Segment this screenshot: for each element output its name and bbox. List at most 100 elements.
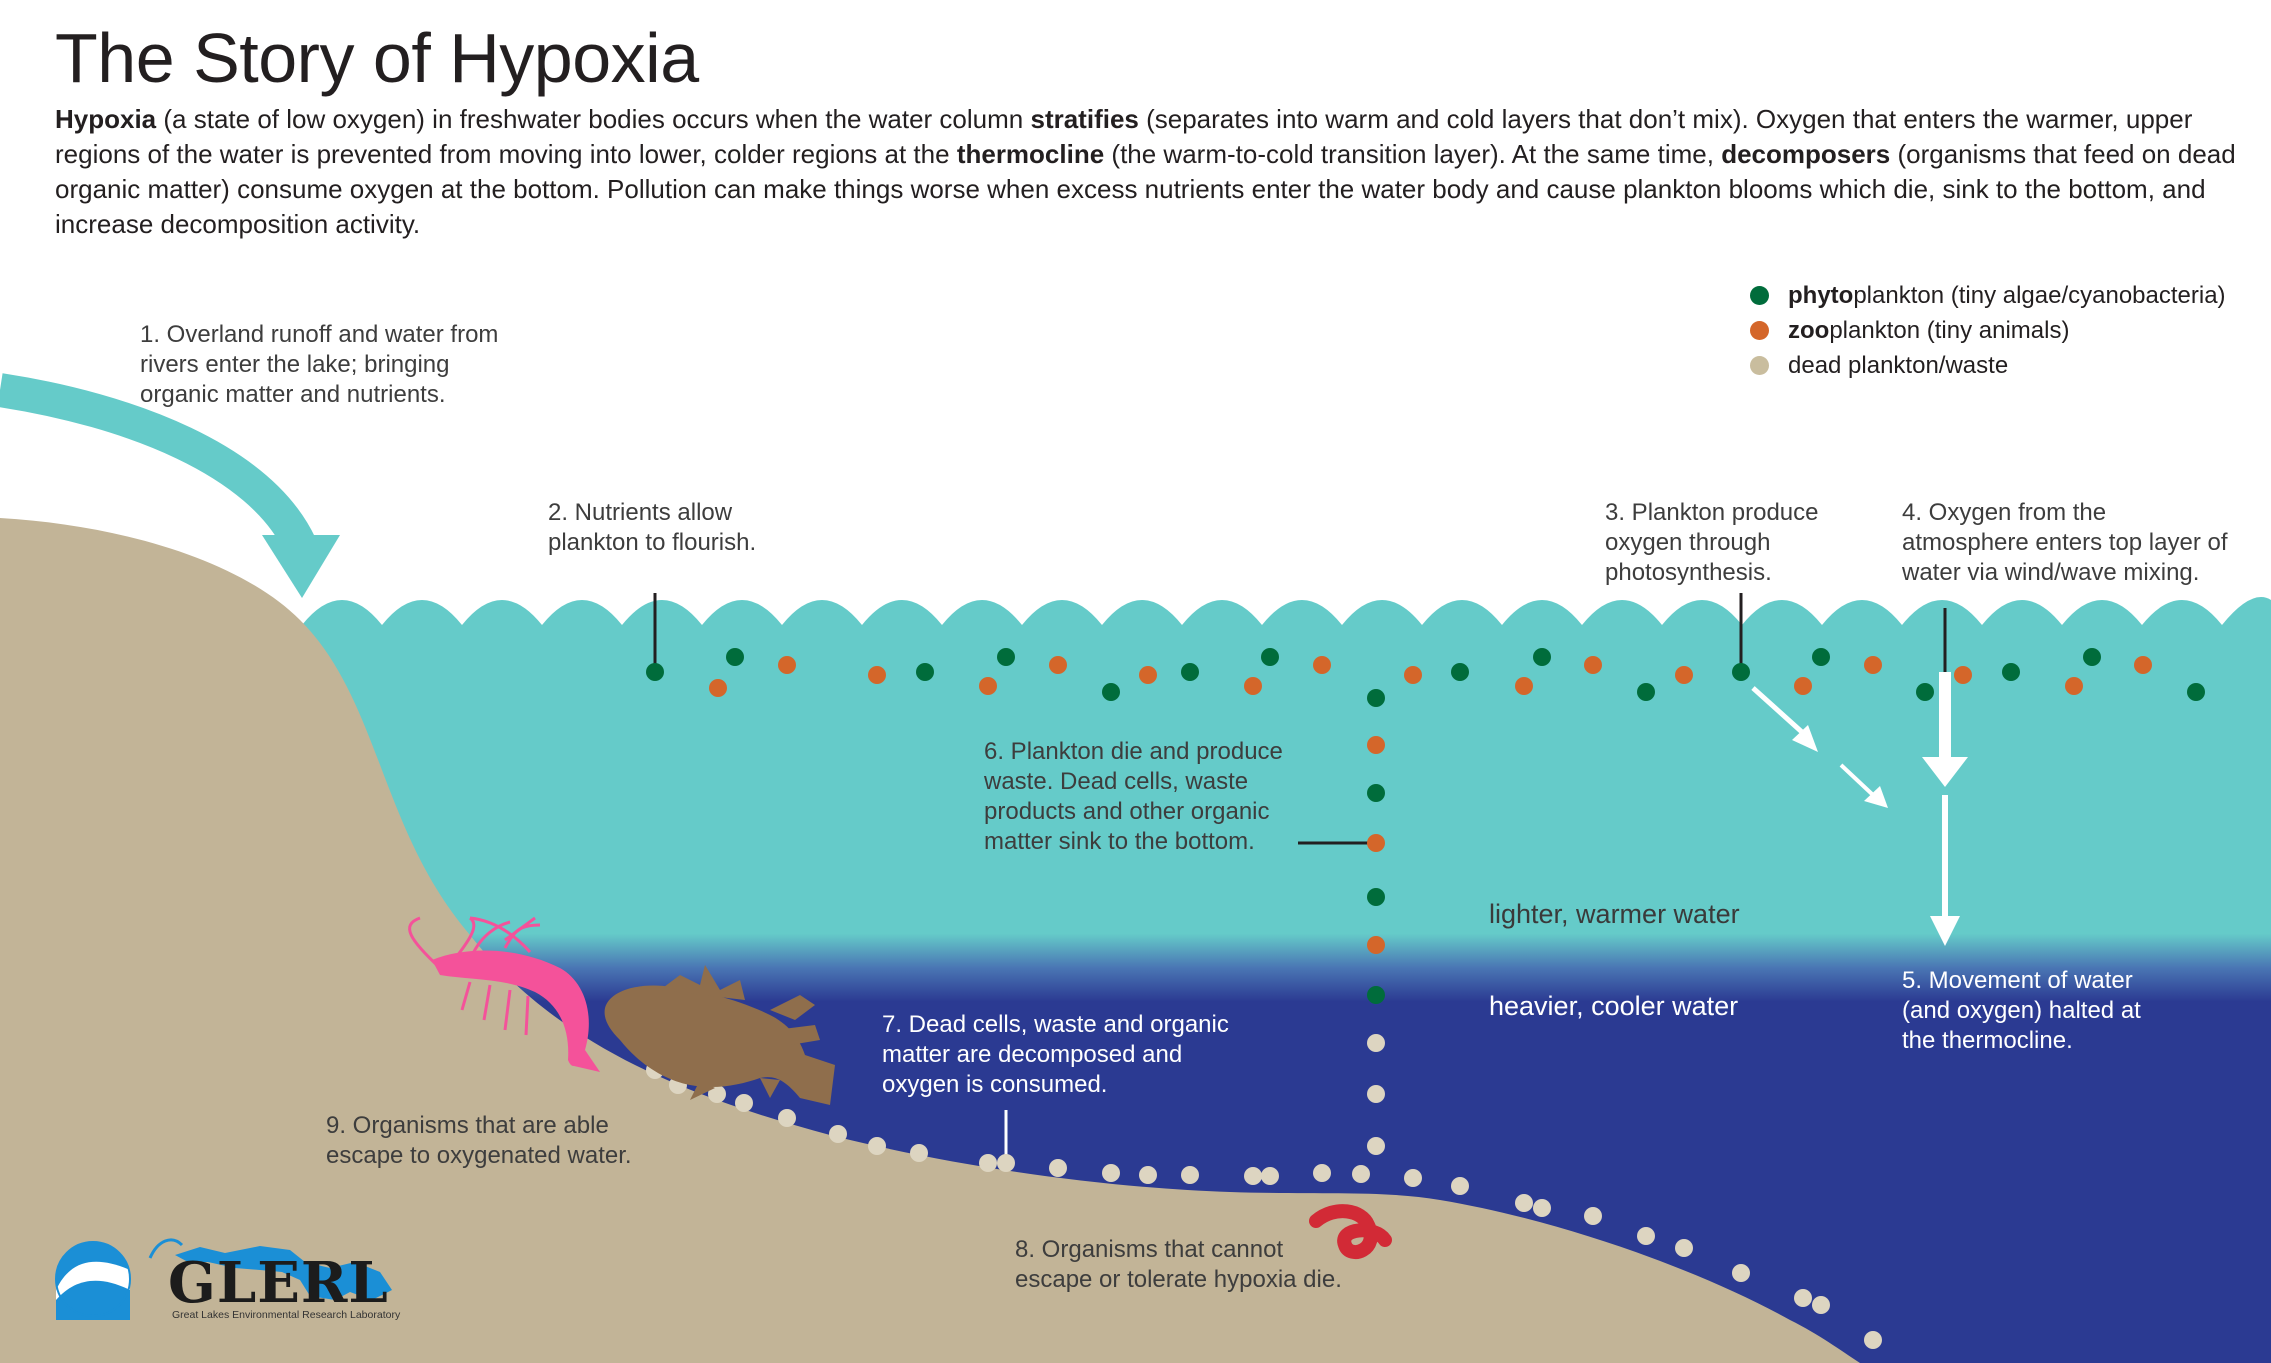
phytoplankton-dot xyxy=(1181,663,1199,681)
intro-segment: (organisms that feed on dead organic mat… xyxy=(55,139,2236,239)
legend-label-bold: phyto xyxy=(1788,281,1854,309)
dead-plankton-dot xyxy=(910,1144,928,1162)
legend-label-bold: zoo xyxy=(1788,316,1830,344)
dead-plankton-dot xyxy=(778,1109,796,1127)
zooplankton-dot xyxy=(2065,677,2083,695)
intro-paragraph: Hypoxia (a state of low oxygen) in fresh… xyxy=(55,102,2245,242)
runoff-arrowhead xyxy=(262,535,340,598)
zooplankton-dot xyxy=(1139,666,1157,684)
phytoplankton-dot xyxy=(1637,683,1655,701)
lower-layer-label: heavier, cooler water xyxy=(1489,991,1739,1021)
dead-plankton-dot xyxy=(1404,1169,1422,1187)
legend: phytoplankton (tiny algae/cyanobacteria)… xyxy=(1750,278,2226,383)
phytoplankton-dot xyxy=(1367,784,1385,802)
zooplankton-dot xyxy=(1367,936,1385,954)
lake-bed xyxy=(0,518,1860,1363)
note-decomposition: 7. Dead cells, waste and organic matter … xyxy=(882,1011,1229,1098)
dead-plankton-dot xyxy=(1675,1239,1693,1257)
note-thermocline: 5. Movement of water (and oxygen) halted… xyxy=(1902,967,2141,1054)
dead-plankton-dot xyxy=(1102,1164,1120,1182)
noaa-logo xyxy=(55,1241,131,1320)
phytoplankton-dot xyxy=(1732,663,1750,681)
dead-plankton-dot xyxy=(1244,1167,1262,1185)
intro-segment: stratifies xyxy=(1030,104,1139,134)
phytoplankton-dot xyxy=(1451,663,1469,681)
zooplankton-dot xyxy=(1515,677,1533,695)
dead-plankton-dot xyxy=(1584,1207,1602,1225)
dead-plankton-dot xyxy=(1812,1296,1830,1314)
phytoplankton-dot xyxy=(2002,663,2020,681)
legend-label: dead plankton/waste xyxy=(1788,352,2008,380)
legend-dot-icon xyxy=(1750,286,1769,305)
great-lakes-icon xyxy=(175,1246,392,1300)
zooplankton-dot xyxy=(1794,677,1812,695)
phytoplankton-dot xyxy=(2187,683,2205,701)
note-photosynthesis: 3. Plankton produce oxygen through photo… xyxy=(1605,499,1819,586)
phytoplankton-dot xyxy=(726,648,744,666)
zooplankton-dot xyxy=(1584,656,1602,674)
fish-icon xyxy=(604,965,835,1105)
dead-plankton-dot xyxy=(1181,1166,1199,1184)
intro-segment: Hypoxia xyxy=(55,104,157,134)
note-organisms-die: 8. Organisms that cannot escape or toler… xyxy=(1015,1236,1342,1293)
dead-plankton-dot xyxy=(1139,1166,1157,1184)
intro-segment: (a state of low oxygen) in freshwater bo… xyxy=(156,104,1031,134)
note-nutrients: 2. Nutrients allow plankton to flourish. xyxy=(548,499,757,556)
zooplankton-dot xyxy=(979,677,997,695)
zooplankton-dot xyxy=(2134,656,2152,674)
legend-dot-icon xyxy=(1750,356,1769,375)
wave-icon xyxy=(148,1238,184,1259)
legend-dot-icon xyxy=(1750,321,1769,340)
intro-segment: (separates into warm and cold layers tha… xyxy=(55,104,2193,169)
phytoplankton-dot xyxy=(1261,648,1279,666)
phytoplankton-dot xyxy=(1367,689,1385,707)
legend-label-rest: dead plankton/waste xyxy=(1788,351,2009,379)
page-title: The Story of Hypoxia xyxy=(55,19,699,97)
phytoplankton-dot xyxy=(1367,888,1385,906)
dead-plankton-dot xyxy=(829,1125,847,1143)
dead-plankton-dot xyxy=(1794,1289,1812,1307)
dead-plankton-dot xyxy=(1367,1034,1385,1052)
note-atmosphere: 4. Oxygen from the atmosphere enters top… xyxy=(1902,499,2228,586)
note-runoff: 1. Overland runoff and water from rivers… xyxy=(140,321,499,408)
phytoplankton-dot xyxy=(997,648,1015,666)
dead-plankton-dot xyxy=(1313,1164,1331,1182)
note-sinking: 6. Plankton die and produce waste. Dead … xyxy=(984,738,1283,855)
dead-plankton-dot xyxy=(1533,1199,1551,1217)
legend-item: dead plankton/waste xyxy=(1750,348,2226,383)
dead-plankton-dot xyxy=(1637,1227,1655,1245)
legend-item: zooplankton (tiny animals) xyxy=(1750,313,2226,348)
dead-plankton-dot xyxy=(1261,1167,1279,1185)
dead-plankton-dot xyxy=(1049,1159,1067,1177)
phytoplankton-dot xyxy=(1533,648,1551,666)
dead-plankton-dot xyxy=(979,1154,997,1172)
intro-segment: (the warm-to-cold transition layer). At … xyxy=(1104,139,1722,169)
zooplankton-dot xyxy=(1313,656,1331,674)
zooplankton-dot xyxy=(1954,666,1972,684)
zooplankton-dot xyxy=(1864,656,1882,674)
dead-plankton-dot xyxy=(868,1137,886,1155)
zooplankton-dot xyxy=(1244,677,1262,695)
legend-label: zooplankton (tiny animals) xyxy=(1788,317,2069,345)
leader-lines xyxy=(653,593,1947,845)
zooplankton-dot xyxy=(1367,736,1385,754)
phytoplankton-dot xyxy=(1812,648,1830,666)
dead-plankton-dot xyxy=(1864,1331,1882,1349)
zooplankton-dot xyxy=(868,666,886,684)
phytoplankton-dot xyxy=(1367,986,1385,1004)
glerl-logo-text: GLERL xyxy=(168,1250,389,1316)
intro-segment: thermocline xyxy=(956,139,1105,169)
shrimp-icon xyxy=(408,916,600,1072)
plankton-layer xyxy=(646,648,2205,1349)
dead-plankton-dot xyxy=(1352,1165,1370,1183)
phytoplankton-dot xyxy=(2083,648,2101,666)
legend-label-rest: plankton (tiny animals) xyxy=(1829,316,2070,344)
zooplankton-dot xyxy=(1404,666,1422,684)
legend-label-rest: plankton (tiny algae/cyanobacteria) xyxy=(1853,281,2226,309)
dead-plankton-dot xyxy=(1367,1137,1385,1155)
zooplankton-dot xyxy=(709,679,727,697)
dead-plankton-dot xyxy=(735,1094,753,1112)
zooplankton-dot xyxy=(1675,666,1693,684)
runoff-arrow xyxy=(0,373,316,553)
